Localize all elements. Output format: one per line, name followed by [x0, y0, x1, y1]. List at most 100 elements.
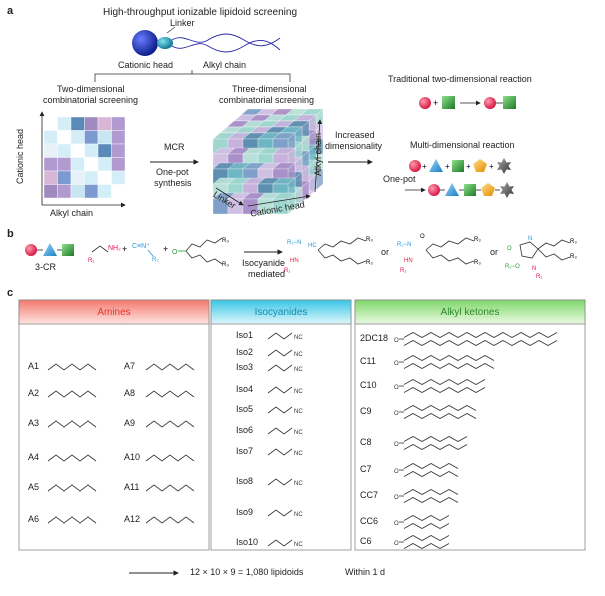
- ketone-chain-upper: [403, 463, 459, 469]
- svg-text:R₃: R₃: [570, 239, 577, 245]
- svg-text:R₃: R₃: [222, 262, 229, 268]
- mcr-label: MCR: [164, 142, 185, 152]
- one-pot-label-2: synthesis: [154, 178, 192, 188]
- svg-text:+: +: [466, 162, 471, 171]
- grid-cell: [70, 143, 85, 158]
- svg-text:R₁: R₁: [536, 274, 542, 280]
- amine-label: A9: [124, 418, 136, 428]
- alkyl-chain-label: Alkyl chain: [203, 60, 247, 70]
- multi-label: Multi-dimensional reaction: [410, 140, 515, 150]
- isocyanide-label: Iso4: [236, 384, 254, 394]
- linker-label: Linker: [170, 18, 195, 28]
- cube-front: [272, 198, 289, 215]
- grid-cell: [111, 116, 126, 131]
- panel-a-title: High-throughput ionizable lipidoid scree…: [103, 7, 298, 18]
- amine-structure: [145, 484, 195, 492]
- alkyl-tail-2: [171, 40, 281, 53]
- grid-cell: [43, 184, 58, 199]
- isocyanide-nc-group: NC: [294, 451, 303, 457]
- grid-cell: [57, 170, 72, 185]
- svg-text:HN: HN: [404, 258, 413, 264]
- ketone-oxygen: O: [394, 469, 399, 475]
- ketone-chain-upper: [403, 379, 486, 385]
- grid-cell: [57, 157, 72, 172]
- svg-text:+: +: [433, 98, 438, 108]
- ketone-oxygen: O: [394, 442, 399, 448]
- svg-text:O: O: [420, 234, 425, 240]
- grid-cell: [43, 116, 58, 131]
- alkyl-ketones-header: Alkyl ketones: [440, 306, 500, 318]
- isocyanide-structure: [267, 448, 293, 456]
- grid-cell: [57, 130, 72, 145]
- isocyanide-structure: [267, 539, 293, 547]
- amines-header: Amines: [97, 306, 131, 318]
- isocyanide-structure: [267, 427, 293, 435]
- grid-cell: [84, 143, 99, 158]
- grid-cell: [57, 143, 72, 158]
- isocyanide-structure: [267, 406, 293, 414]
- amine-structure: [145, 454, 195, 462]
- amine-structure: [47, 363, 97, 371]
- ketone-chain-lower: [403, 363, 495, 369]
- ketone-label: CC6: [360, 516, 379, 526]
- one-pot-short: One-pot: [383, 174, 416, 184]
- amine-structure: [47, 390, 97, 398]
- ketone-label: C7: [360, 464, 372, 474]
- or-label-1: or: [381, 247, 390, 257]
- svg-text:+: +: [122, 244, 127, 254]
- grid-cell: [97, 116, 112, 131]
- ketone-chain-upper: [403, 405, 477, 411]
- svg-text:+: +: [422, 162, 427, 171]
- ketone-label: C11: [360, 356, 376, 366]
- or-label-2: or: [490, 247, 499, 257]
- svg-text:+: +: [163, 244, 168, 254]
- amine-structures: [47, 363, 195, 524]
- amine-label: A5: [28, 482, 40, 492]
- bracket: [94, 73, 291, 82]
- isocyanide-label: Iso7: [236, 446, 254, 456]
- ketone-chain-lower: [403, 444, 468, 450]
- traditional-label: Traditional two-dimensional reaction: [388, 74, 532, 84]
- grid-cell: [84, 130, 99, 145]
- grid-cell: [84, 116, 99, 131]
- amine-label: A6: [28, 514, 40, 524]
- grid-cell: [43, 143, 58, 158]
- two-dim-title-2: combinatorial screening: [43, 95, 139, 105]
- panel-c-letter: c: [7, 287, 14, 299]
- isocyanide-mediated-2: mediated: [248, 269, 286, 279]
- isocyanide-nc-group: NC: [294, 389, 303, 395]
- grid-cell: [97, 184, 112, 199]
- svg-text:N: N: [528, 236, 532, 242]
- svg-text:C≡N⁺: C≡N⁺: [132, 243, 150, 250]
- isocyanide-label: Iso10: [236, 537, 259, 547]
- panel-b-graphics: NH₂ R₁ + C≡N⁺ R₂ + O R₃ R₃ R₂−N HC HN R₁…: [25, 234, 577, 280]
- isocyanide-mediated-1: Isocyanide: [242, 258, 286, 268]
- amine-label: A11: [124, 482, 140, 492]
- grid-cell: [111, 157, 126, 172]
- cube-alkyl-chain-label: Alkyl chain: [313, 132, 324, 177]
- panel-b-letter: b: [7, 228, 14, 240]
- two-dim-grid: [43, 116, 126, 199]
- isocyanide-label: Iso5: [236, 404, 254, 414]
- one-pot-label-1: One-pot: [156, 167, 189, 177]
- amine-label: A4: [28, 452, 40, 462]
- isocyanide-structure: [267, 509, 293, 517]
- isocyanide-structure: [267, 386, 293, 394]
- amine-structure: [47, 516, 97, 524]
- isocyanide-nc-group: NC: [294, 481, 303, 487]
- amine-structure: [47, 484, 97, 492]
- amine-structure: [47, 420, 97, 428]
- grid-cell: [70, 116, 85, 131]
- ketone-chain-upper: [403, 515, 450, 521]
- grid-cell: [111, 184, 126, 199]
- ketone-label: C8: [360, 437, 372, 447]
- isocyanide-nc-group: NC: [294, 430, 303, 436]
- grid-cell: [97, 143, 112, 158]
- svg-text:O: O: [507, 246, 512, 252]
- grid-cell: [111, 130, 126, 145]
- svg-text:R₃: R₃: [366, 260, 373, 266]
- svg-text:R₁: R₁: [88, 258, 94, 264]
- three-dim-title-2: combinatorial screening: [219, 95, 315, 105]
- amine-label: A3: [28, 418, 40, 428]
